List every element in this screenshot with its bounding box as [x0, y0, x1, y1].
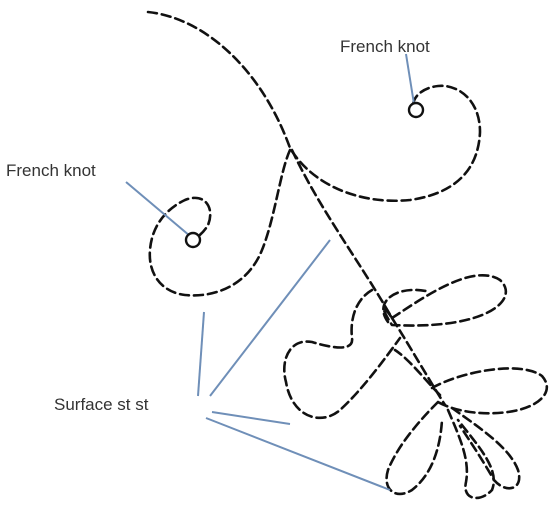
french-knot-top [409, 103, 423, 117]
left-spiral-stitch [150, 150, 290, 295]
bottom-right-teardrop-stitch [452, 408, 519, 488]
lower-left-teardrop-stitch [387, 402, 442, 494]
leader-surface-4 [206, 418, 390, 490]
leader-top-knot [406, 54, 414, 104]
label-surface-stitch: Surface st st [54, 395, 149, 414]
label-french-knot-left: French knot [6, 161, 96, 180]
french-knot-left [186, 233, 200, 247]
leader-surface-1 [198, 312, 204, 396]
bottom-teardrop-stitch [448, 410, 494, 498]
lower-side-leaf-stitch [395, 350, 440, 395]
leader-surface-3 [212, 412, 290, 424]
main-arch-stitch [148, 12, 480, 201]
top-leaf-loop-stitch [384, 275, 506, 325]
leader-left-knot [126, 182, 190, 236]
label-french-knot-top: French knot [340, 37, 430, 56]
descending-stem-stitch [292, 150, 445, 405]
middle-right-leaf-stitch [432, 368, 547, 413]
leader-surface-2 [210, 240, 330, 396]
